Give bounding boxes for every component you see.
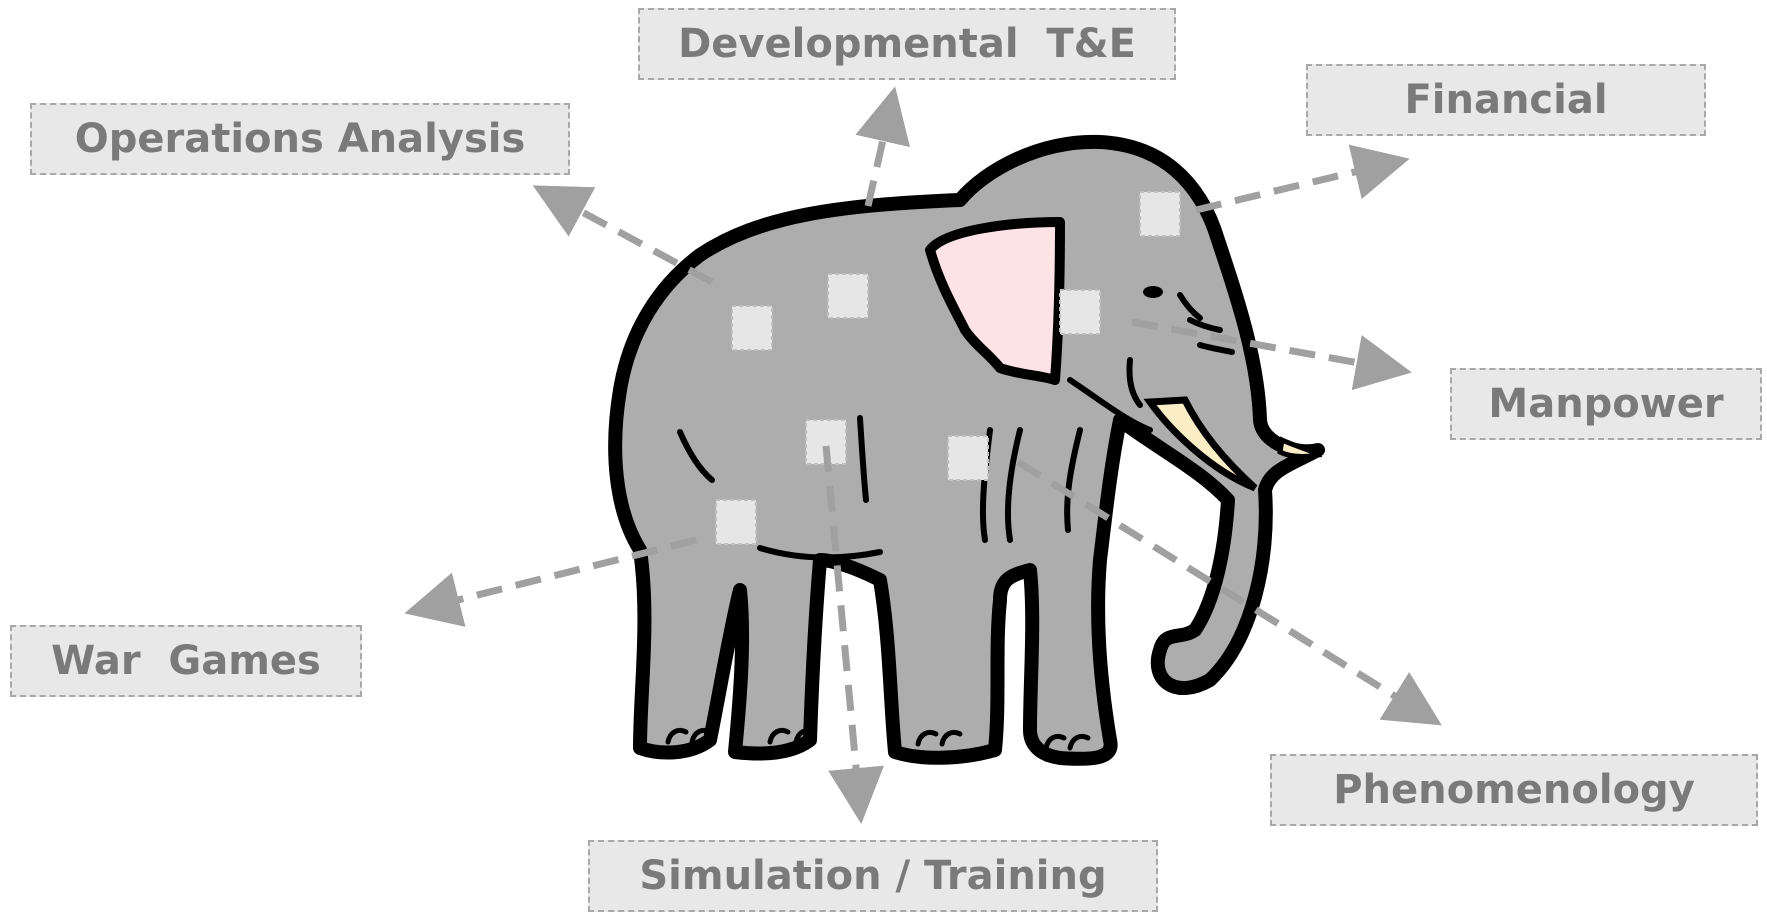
label-phenomenology: Phenomenology [1270, 754, 1758, 826]
elephant-contours [677, 292, 1235, 561]
patch-marker [1139, 191, 1181, 237]
label-financial: Financial [1306, 64, 1706, 136]
arrow-war-games [404, 536, 697, 627]
label-manpower: Manpower [1450, 368, 1762, 440]
label-developmental-te: Developmental T&E [638, 8, 1176, 80]
elephant-toes [665, 727, 1091, 751]
connector-arrows [404, 86, 1442, 824]
arrow-operations [532, 185, 714, 286]
elephant-tusk [1143, 396, 1258, 492]
arrow-simulation [822, 445, 884, 824]
arrow-manpower [1131, 318, 1412, 391]
label-operations-analysis: Operations Analysis [30, 103, 570, 175]
elephant-tusk-far [1277, 436, 1323, 459]
elephant-eye [1143, 286, 1163, 298]
label-war-games: War Games [10, 625, 362, 697]
patch-marker [947, 435, 989, 481]
elephant-ear [925, 217, 1065, 385]
arrow-financial [1195, 144, 1410, 214]
label-simulation-training: Simulation / Training [588, 840, 1158, 912]
arrow-developmental [855, 86, 911, 207]
patch-markers [715, 191, 1181, 545]
arrow-phenomenology [1016, 459, 1442, 726]
patch-marker [715, 499, 757, 545]
patch-marker [1059, 289, 1101, 335]
patch-marker [731, 305, 773, 351]
patch-marker [827, 273, 869, 319]
